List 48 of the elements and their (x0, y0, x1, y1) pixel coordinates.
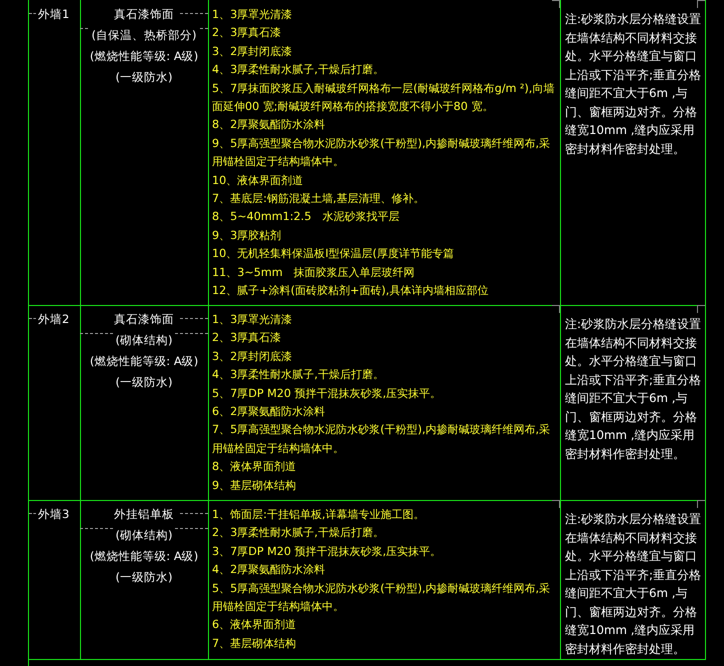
layer-spec: 5、7厚DP M20 预拌干混抹灰砂浆,压实抹平。 (212, 386, 442, 402)
layer-spec: 5、5厚高强型聚合物水泥防水砂浆(干粉型),内掺耐碱玻璃纤维网布,采用锚栓固定于结构墙体中。 (212, 580, 552, 616)
finish-name: 外挂铝单板 (112, 507, 176, 521)
layer-spec: 11、3~5mm 抹面胶浆压入单层玻纤网 (212, 264, 416, 281)
layer-spec: 9、5厚高强型聚合物水泥防水砂浆(干粉型),内掺耐碱玻璃纤维网布,采用锚栓固定于结构墙体中。 (212, 136, 552, 170)
layer-spec: 7、5厚高强型聚合物水泥防水砂浆(干粉型),内掺耐碱玻璃纤维网布,采用锚栓固定于结构墙体中。 (212, 422, 552, 457)
finish-name: 真石漆饰面 (112, 7, 176, 21)
layer-spec: 2、3厚真石漆 (212, 25, 282, 42)
spec-note: (燃烧性能等级: A级) (88, 48, 200, 64)
layer-spec: 8、2厚聚氨酯防水涂料 (212, 117, 326, 134)
layer-spec: 4、2厚聚氨酯防水涂料 (212, 562, 326, 578)
note-text: 注:砂浆防水层分格缝设置在墙体结构不同材料交接处。水平分格缝宜与窗口上沿或下沿平齐;垂直分格缝间距不宜大于6m ,与门、窗框两边对齐。分格缝宽10mm ,缝内应采用密封材料作密封处理。 (565, 11, 702, 158)
layer-spec: 1、3厚罩光清漆 (212, 312, 294, 328)
spec-note: (燃烧性能等级: A级) (88, 548, 200, 564)
spec-note: (砌体结构) (114, 528, 174, 542)
layer-spec: 9、3厚胶粘剂 (212, 228, 282, 244)
layer-spec: 7、基层砌体结构 (212, 636, 298, 652)
layer-spec: 5、7厚抹面胶浆压入耐碱玻纤网格布一层(耐碱玻纤网格布g/m ²),向墙面延伸00 宽;耐碱玻纤网格布的搭接宽度不得小于80 宽。 (212, 80, 556, 116)
wall-label: 外墙2 (36, 311, 72, 327)
note-text: 注:砂浆防水层分格缝设置在墙体结构不同材料交接处。水平分格缝宜与窗口上沿或下沿平齐;垂直分格缝间距不宜大于6m ,与门、窗框两边对齐。分格缝宽10mm ,缝内应采用密封材料作密封处理。 (565, 316, 702, 462)
spec-note: (一级防水) (114, 69, 174, 85)
spec-note: (砌体结构) (114, 333, 174, 347)
layer-spec: 7、基底层:钢筋混凝土墙,基层清理、修补。 (212, 191, 426, 208)
layer-spec: 10、液体界面剂道 (212, 172, 304, 189)
layer-spec: 9、基层砌体结构 (212, 478, 298, 494)
spec-note: (燃烧性能等级: A级) (88, 353, 200, 369)
layer-spec: 8、液体界面剂道 (212, 459, 298, 476)
layer-spec: 6、2厚聚氨酯防水涂料 (212, 404, 326, 420)
note-text: 注:砂浆防水层分格缝设置在墙体结构不同材料交接处。水平分格缝宜与窗口上沿或下沿平齐;垂直分格缝间距不宜大于6m ,与门、窗框两边对齐。分格缝宽10mm ,缝内应采用密封材料作密封处理。 (565, 511, 702, 658)
layer-spec: 8、5~40mm1:2.5 水泥砂浆找平层 (212, 209, 400, 226)
layer-spec: 2、3厚柔性耐水腻子,干燥后打磨。 (212, 525, 385, 542)
layer-spec: 3、7厚DP M20 预拌干混抹灰砂浆,压实抹平。 (212, 544, 442, 560)
layer-spec: 2、3厚真石漆 (212, 330, 282, 346)
layer-spec: 3、2厚封闭底漆 (212, 348, 294, 365)
layer-spec: 4、3厚柔性耐水腻子,干燥后打磨。 (212, 367, 385, 384)
layer-spec: 3、2厚封闭底漆 (212, 44, 294, 60)
wall-label: 外墙1 (36, 6, 72, 22)
wall-label: 外墙3 (36, 506, 72, 522)
layer-spec: 12、腻子+涂料(面砖胶粘剂+面砖),具体详内墙相应部位 (212, 283, 490, 300)
layer-spec: 6、液体界面剂道 (212, 617, 298, 634)
spec-note: (自保温、热桥部分) (90, 28, 198, 42)
layer-spec: 10、无机轻集料保温板I型保温层(厚度详节能专篇 (212, 246, 455, 262)
spec-note: (一级防水) (114, 569, 174, 585)
spec-note: (一级防水) (114, 374, 174, 390)
layer-spec: 1、3厚罩光清漆 (212, 7, 294, 23)
layer-spec: 1、饰面层:干挂铝单板,详幕墙专业施工图。 (212, 507, 426, 523)
layer-spec: 4、3厚柔性耐水腻子,干燥后打磨。 (212, 62, 385, 78)
finish-name: 真石漆饰面 (112, 312, 176, 326)
